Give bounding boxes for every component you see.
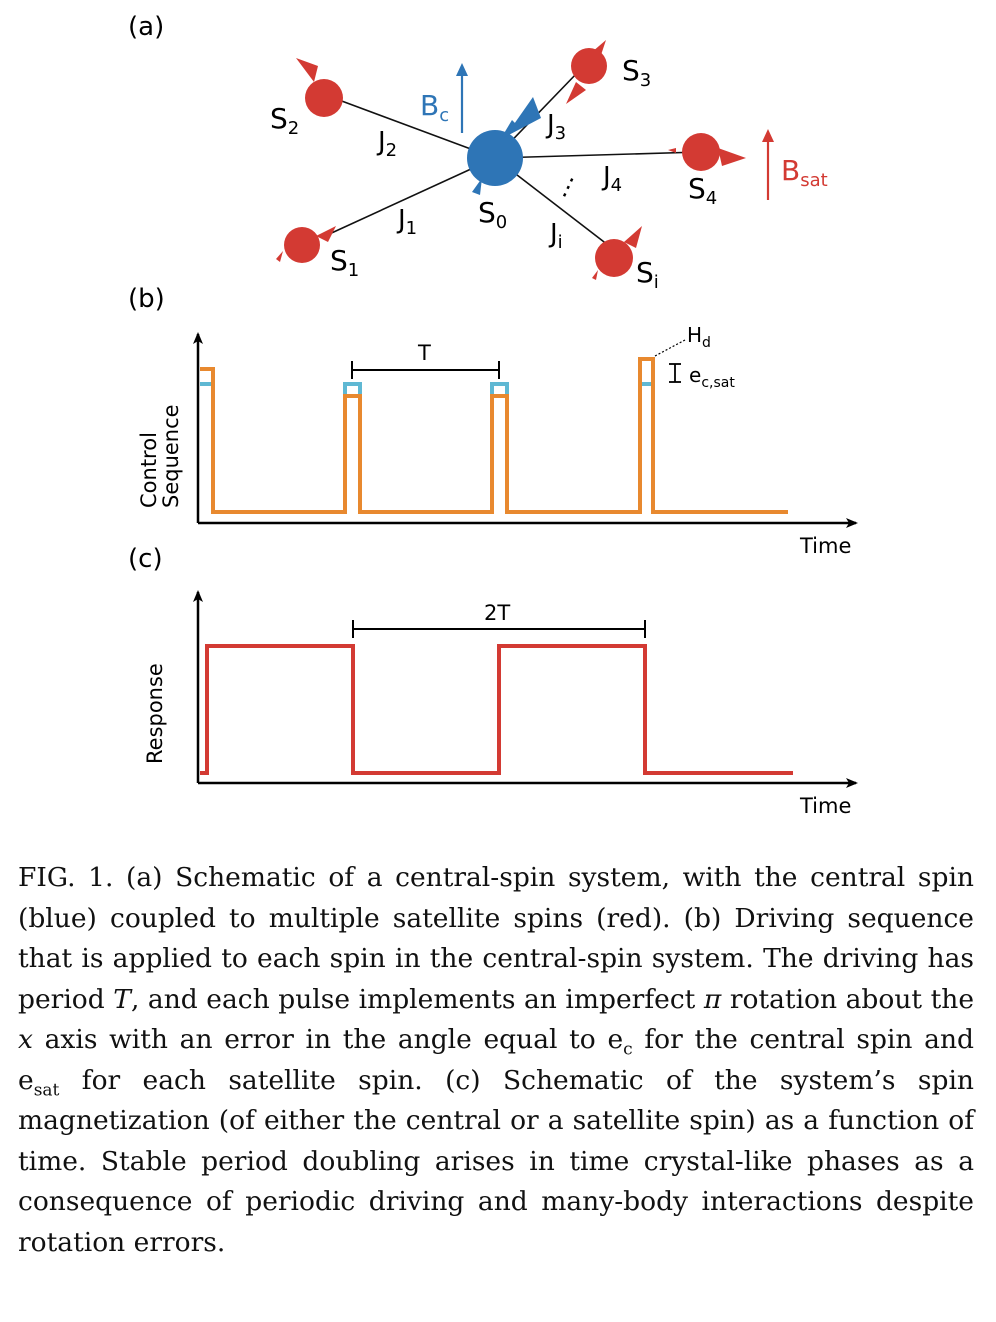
satellite-label-2: S2 [270, 102, 299, 139]
panel-b-label: (b) [128, 284, 165, 314]
central-pulse-tops [200, 382, 653, 396]
satellite-spin-2 [296, 58, 343, 124]
coupling-label-4: J4 [601, 162, 622, 196]
figure: (a) Bc Bsat [128, 12, 858, 818]
bsat-field-label: Bsat [781, 154, 828, 191]
panel-c: (c) Response Time 2T [128, 544, 858, 818]
coupling-label-3: J3 [545, 110, 566, 144]
period-2t-bracket [352, 620, 646, 638]
central-spin-label: S0 [478, 196, 507, 233]
control-sequence-trace [200, 357, 788, 514]
coupling-label-1: J1 [396, 205, 417, 239]
c-xlabel: Time [799, 794, 851, 818]
bsat-field-arrow [762, 129, 774, 200]
bc-field-label: Bc [420, 89, 449, 126]
error-label: ec,sat [689, 363, 735, 391]
c-ylabel: Response [143, 663, 167, 764]
satellite-spin-4 [668, 133, 746, 171]
satellite-label-i: Si [636, 256, 659, 293]
period-t-bracket [351, 361, 500, 379]
coupling-label-2: J2 [376, 127, 397, 161]
figure-caption: FIG. 1. (a) Schematic of a central-spin … [18, 862, 974, 1258]
b-ylabel-sequence: Sequence [159, 404, 183, 508]
satellite-label-4: S4 [688, 172, 717, 209]
b-xlabel: Time [799, 534, 851, 558]
period-2t-label: 2T [484, 601, 510, 625]
panel-c-label: (c) [128, 544, 163, 574]
central-spin [467, 97, 541, 195]
satellite-label-3: S3 [622, 54, 651, 91]
satellite-label-1: S1 [330, 244, 359, 281]
hd-leader [654, 339, 686, 357]
period-t-label: T [417, 341, 431, 365]
panel-a: (a) Bc Bsat [128, 12, 828, 293]
satellite-spin-3 [566, 40, 607, 104]
hd-label: Hd [687, 323, 711, 351]
satellite-spin-1 [276, 226, 336, 263]
bc-field-arrow [456, 63, 468, 133]
panel-a-label: (a) [128, 12, 164, 42]
ellipsis: ⋮ [552, 169, 586, 205]
satellite-spin-i [592, 226, 642, 280]
error-bracket [669, 363, 681, 383]
panel-b: (b) Control Sequence Time T Hd [128, 284, 858, 558]
response-trace [200, 644, 793, 775]
b-ylabel-control: Control [137, 432, 161, 508]
coupling-label-i: Ji [548, 219, 563, 253]
